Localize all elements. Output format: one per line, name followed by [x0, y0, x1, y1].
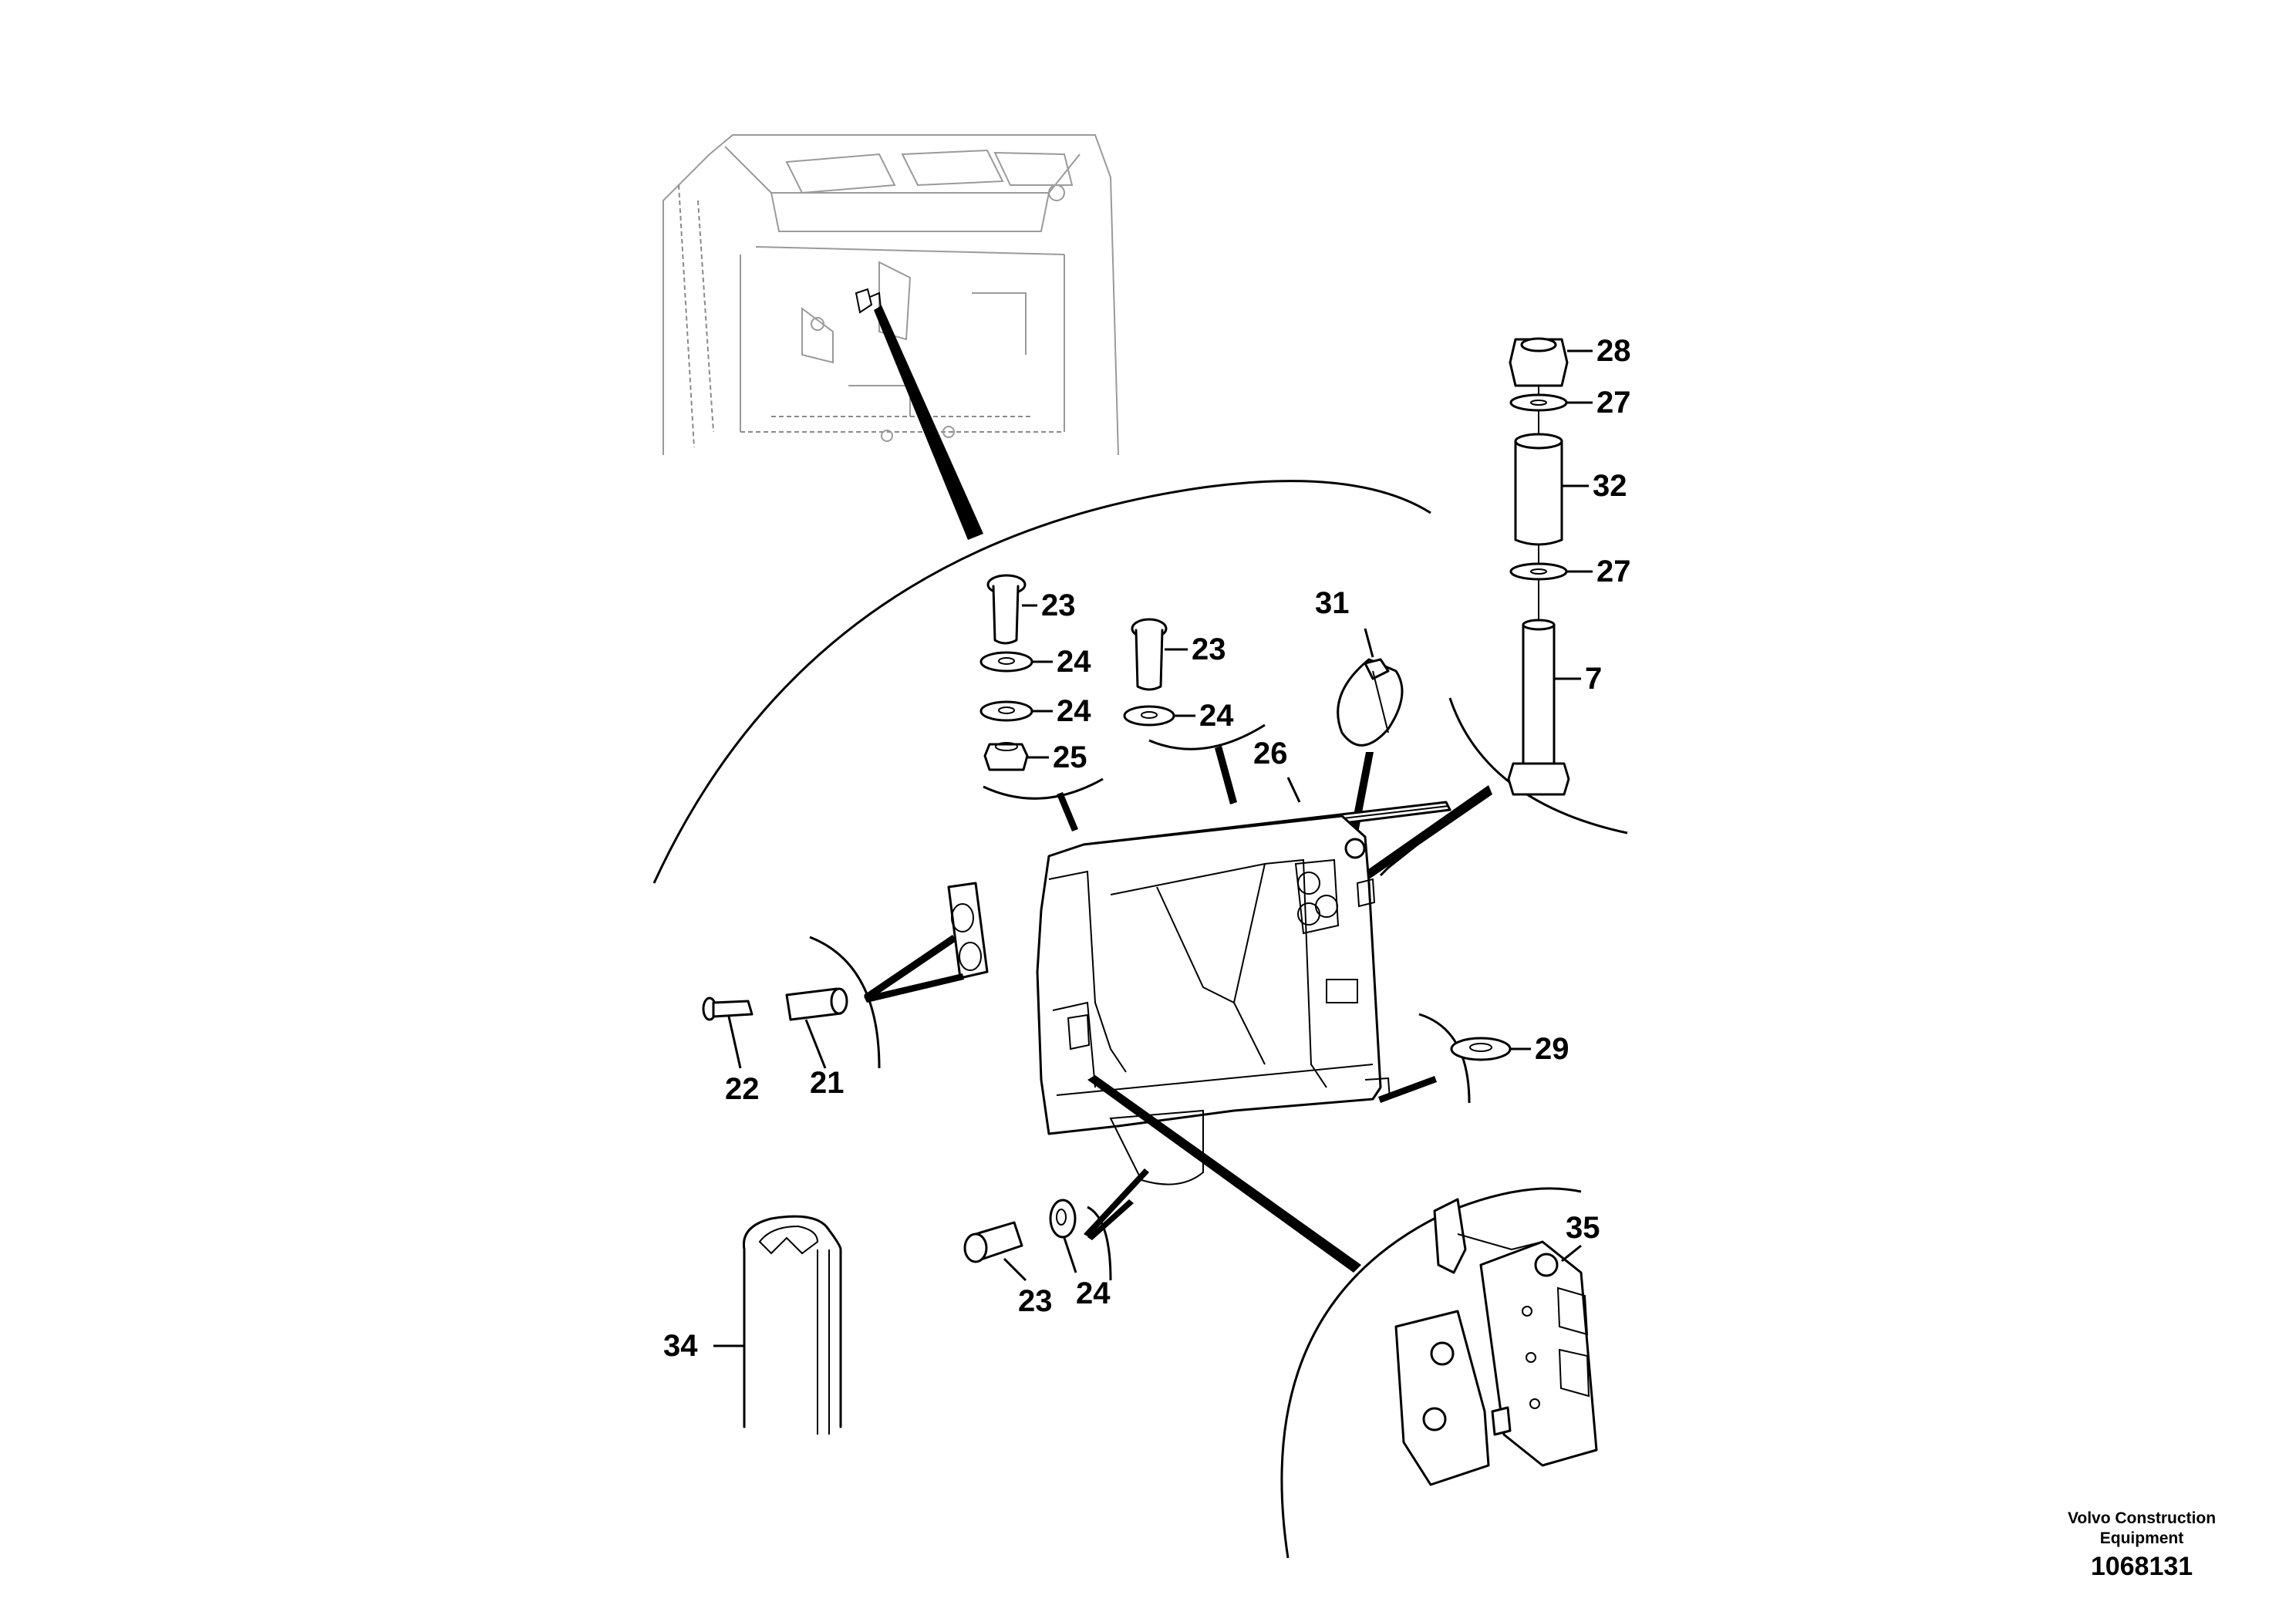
hinge-fastener-left [702, 882, 989, 1069]
detail-view-outline [652, 305, 1431, 884]
callout-32: 32 [1593, 469, 1627, 503]
callout-35: 35 [1566, 1211, 1600, 1245]
callout-21: 21 [810, 1066, 845, 1100]
callout-24-left-upper: 24 [1057, 645, 1091, 679]
callout-23-center: 23 [1192, 632, 1226, 666]
company-name: Volvo Construction Equipment [2067, 1509, 2217, 1547]
callout-23-bottom: 23 [1018, 1284, 1053, 1318]
callout-24-bottom: 24 [1076, 1276, 1111, 1310]
callout-27-lower: 27 [1596, 555, 1631, 588]
callout-27-upper: 27 [1596, 386, 1631, 420]
fastener-stack-left [979, 574, 1104, 831]
callout-25: 25 [1053, 740, 1087, 774]
callout-34: 34 [663, 1329, 698, 1363]
seal-profile [713, 1215, 842, 1435]
callout-24-left-lower: 24 [1057, 694, 1091, 728]
callout-28: 28 [1596, 334, 1631, 368]
fastener-stack-center [1123, 618, 1266, 804]
callout-29: 29 [1535, 1032, 1569, 1066]
bolt-stack-assembly [1365, 337, 1628, 879]
door-panel [1036, 814, 1391, 1185]
fastener-stack-bottom [963, 1168, 1149, 1282]
callout-24-center: 24 [1199, 699, 1234, 733]
callout-31: 31 [1315, 586, 1350, 620]
callout-22: 22 [725, 1072, 760, 1106]
machine-overview-illustration [663, 134, 1119, 456]
lynch-pin-assembly [1337, 628, 1404, 833]
washer-detail [1378, 1013, 1531, 1104]
callout-26: 26 [1253, 737, 1288, 771]
callout-labels: 28 27 32 27 7 31 23 24 24 25 23 24 26 22… [663, 334, 1631, 1363]
callout-7: 7 [1585, 662, 1602, 696]
drawing-number: 1068131 [2090, 1552, 2193, 1581]
callout-23-left: 23 [1041, 588, 1076, 622]
door-lock-detail [1087, 1075, 1598, 1559]
